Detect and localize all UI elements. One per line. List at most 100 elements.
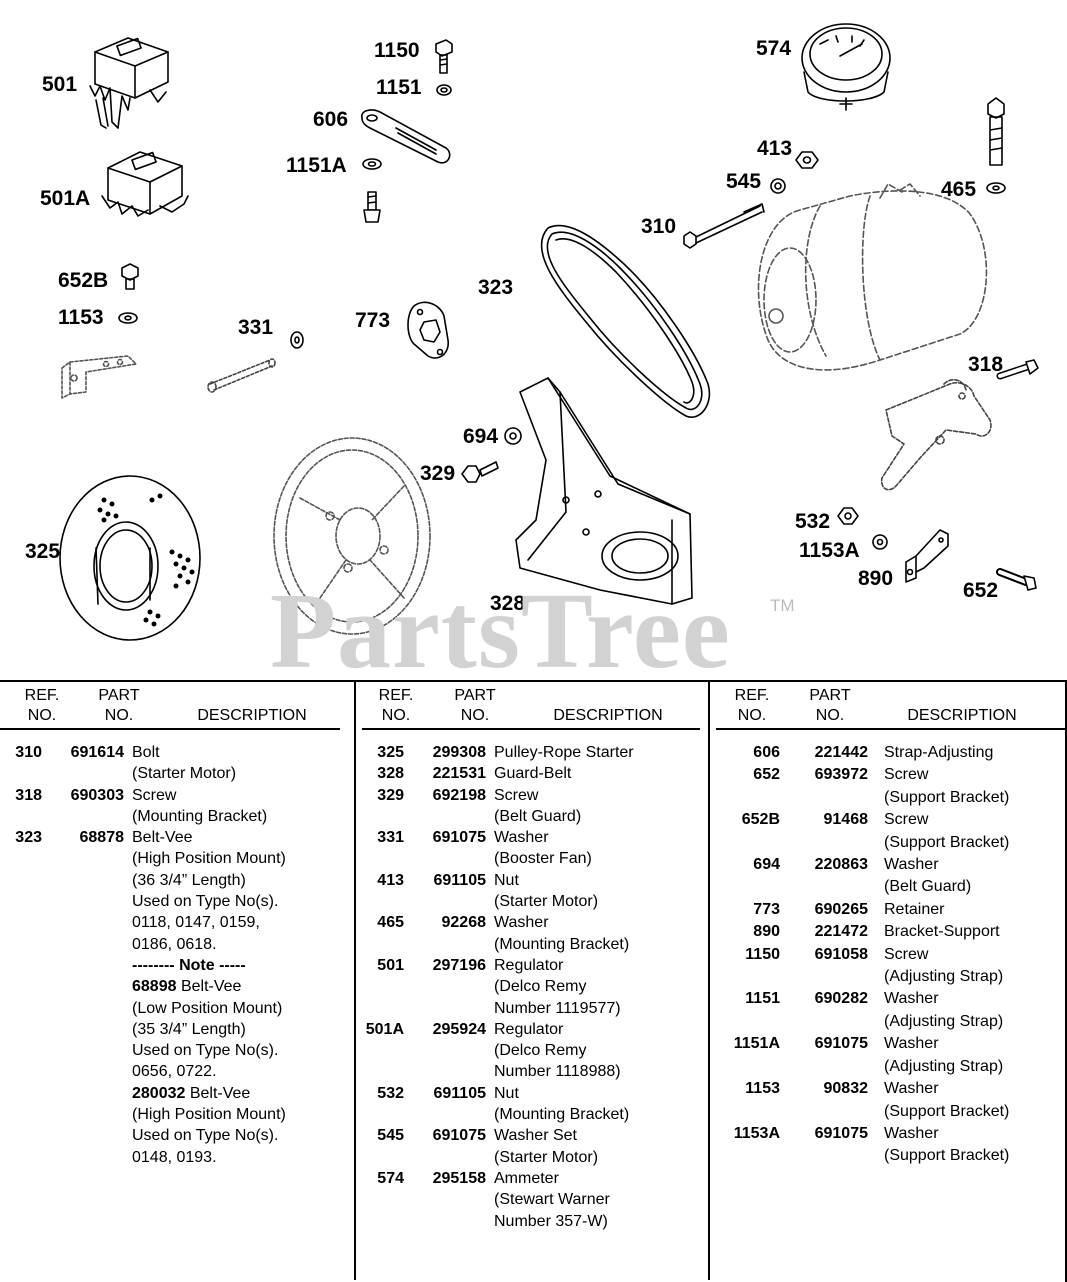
callout-328: 328 <box>490 592 526 615</box>
part-number: 691075 <box>432 1127 486 1145</box>
description-line: (Mounting Bracket) <box>494 935 630 953</box>
ammeter-574-part <box>801 23 891 111</box>
washer-1151a-part <box>362 158 382 170</box>
description-line: (Belt Guard) <box>494 807 582 825</box>
callout-1153a: 1153A <box>799 539 860 562</box>
ref-number: 1153A <box>733 1124 780 1142</box>
description-line: (Support Bracket) <box>884 1102 1010 1120</box>
description-line: (Adjusting Strap) <box>884 968 1004 986</box>
description: Pulley-Rope Starter <box>494 742 702 763</box>
bolt-331-part <box>207 358 276 393</box>
pulley-cooling-holes <box>97 493 195 627</box>
part-number: 221472 <box>814 923 868 941</box>
ref-no-header: REF.NO. <box>378 687 414 724</box>
belt-guard-328-part <box>515 377 693 605</box>
description: 68898 Belt-Vee(Low Position Mount)(35 3/… <box>132 976 340 1082</box>
callout-574: 574 <box>756 37 792 60</box>
description: Guard-Belt <box>494 763 702 784</box>
ref-number: 1150 <box>745 945 780 963</box>
part-number: 691075 <box>814 1035 868 1053</box>
starter-motor-part <box>757 183 988 371</box>
part-number: 220863 <box>814 856 868 874</box>
description-line: (Stewart Warner <box>494 1191 610 1209</box>
washer-694-part <box>504 427 522 445</box>
callout-329: 329 <box>420 462 456 485</box>
description-line: Washer <box>884 1124 939 1142</box>
description: 280032 Belt-Vee(High Position Mount)Used… <box>132 1083 340 1168</box>
description-line: -------- Note ----- <box>132 956 246 974</box>
header-rule <box>0 728 340 730</box>
ref-number: 532 <box>377 1084 404 1102</box>
ref-number: 328 <box>377 765 404 783</box>
description: Washer (Mounting Bracket) <box>494 912 702 955</box>
ref-number: 1151 <box>745 990 780 1008</box>
part-number: 691614 <box>70 744 124 761</box>
part-number: 691105 <box>433 1084 486 1102</box>
ref-number: 545 <box>377 1127 404 1145</box>
description-line: Washer <box>884 990 939 1008</box>
description: Washer (Support Bracket) <box>884 1123 1060 1168</box>
part-number: 68878 <box>79 829 125 847</box>
washer-1153-part <box>118 312 138 324</box>
table-row: 1151 690282 Washer (Adjusting Strap) <box>706 988 1060 1033</box>
callout-318: 318 <box>968 353 1004 376</box>
ref-number: 501A <box>365 1020 404 1038</box>
header-rule <box>362 728 700 730</box>
description-line: 0186, 0618. <box>132 935 217 953</box>
screw-1150-part <box>435 39 453 74</box>
description-line: (Support Bracket) <box>884 1147 1010 1165</box>
part-number: 690282 <box>814 990 868 1008</box>
pulley-wheel-part <box>273 437 431 635</box>
belt-vee-323-part <box>540 224 711 418</box>
description-line: (Starter Motor) <box>132 765 237 783</box>
description: Bolt(Starter Motor) <box>132 742 340 785</box>
description-line: Number 1119577) <box>494 999 621 1017</box>
strap-606-part <box>361 109 451 164</box>
description-line: 0118, 0147, 0159, <box>132 914 260 932</box>
ref-number: 694 <box>753 856 780 874</box>
ref-number: 652B <box>741 811 780 829</box>
description-line: Washer <box>494 914 549 932</box>
description-line: (Adjusting Strap) <box>884 1012 1004 1030</box>
description: Screw(Adjusting Strap) <box>884 944 1060 989</box>
stud-part <box>363 191 381 223</box>
description: Retainer <box>884 899 1060 921</box>
description-line: Used on Type No(s). <box>132 1127 279 1145</box>
ref-number: 310 <box>15 744 42 761</box>
callout-773: 773 <box>355 309 391 332</box>
callout-310: 310 <box>641 215 677 238</box>
description: Strap-Adjusting <box>884 742 1060 764</box>
description: Bracket-Support <box>884 921 1060 943</box>
callout-325: 325 <box>25 540 61 563</box>
description-line: Nut <box>494 871 519 889</box>
description-line: (Adjusting Strap) <box>884 1057 1004 1075</box>
ref-number: 606 <box>753 744 780 761</box>
ref-number: 325 <box>377 744 404 761</box>
part-number: 295158 <box>432 1169 486 1187</box>
ref-number: 1151A <box>733 1035 780 1053</box>
description-line: (Low Position Mount) <box>132 999 283 1017</box>
screw-652-part <box>996 568 1037 591</box>
ref-number: 574 <box>377 1169 404 1187</box>
ref-number: 1153 <box>745 1080 780 1098</box>
header-rule <box>716 728 1065 730</box>
description-line: Washer <box>884 1080 939 1098</box>
bolt-310-part <box>683 203 765 249</box>
description-line: Pulley-Rope Starter <box>494 744 634 761</box>
support-bracket-part <box>61 355 137 399</box>
description: Screw(Support Bracket) <box>884 809 1060 854</box>
description-line: Nut <box>494 1084 519 1102</box>
description-line: (Booster Fan) <box>494 850 592 868</box>
